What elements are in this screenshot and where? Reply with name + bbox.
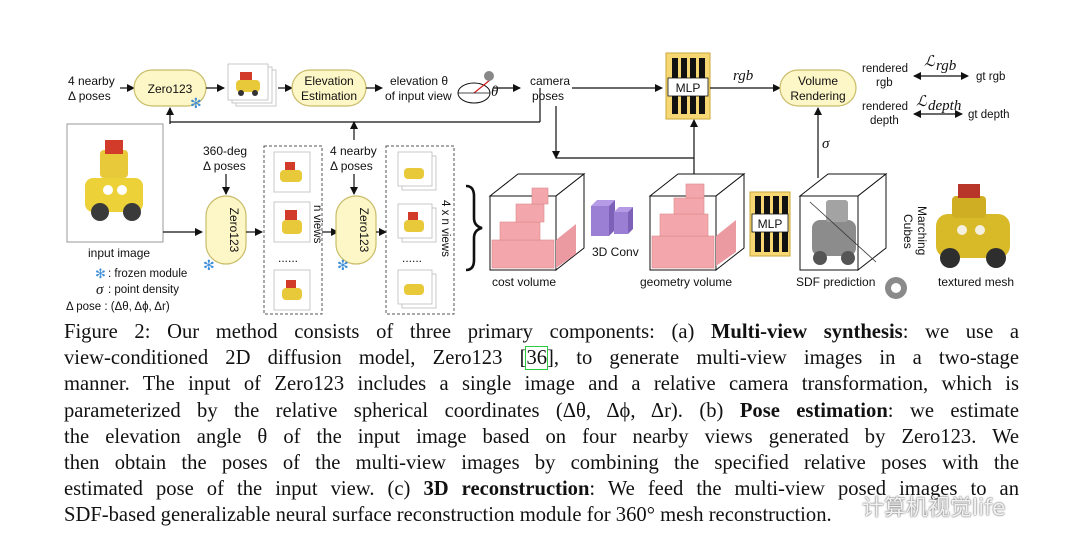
zero123-a-node: Zero123 ✻	[203, 195, 247, 274]
cost-volume-label: cost volume	[492, 275, 556, 289]
conv3d-block	[591, 200, 633, 236]
camera-poses-label-1: camera	[530, 74, 570, 88]
textured-mesh-label: textured mesh	[938, 275, 1014, 289]
deg360-poses-label-2: Δ poses	[203, 159, 246, 173]
legend-pose-text: Δ pose : (Δθ, Δϕ, Δr)	[66, 301, 170, 313]
mlp-top-label: MLP	[676, 81, 701, 95]
input-image-label: input image	[88, 246, 150, 260]
gt-rgb-label: gt rgb	[976, 71, 1005, 83]
input-image-panel	[66, 123, 164, 243]
rgb-symbol: rgb	[733, 68, 754, 84]
frozen-snowflake-icon: ✻	[190, 96, 202, 112]
caption-line-6: then obtain the poses of the multi-view …	[64, 452, 1019, 475]
sigma-symbol: σ	[822, 136, 830, 152]
rendered-rgb-label-2: rgb	[876, 77, 893, 89]
four-n-views-dots: ......	[402, 251, 422, 265]
caption-line-5: the elevation angle θ of the input image…	[64, 425, 1019, 448]
sdf-prediction-cube	[798, 172, 907, 299]
mlp-mid-node: MLP	[749, 191, 791, 257]
cost-volume-cube	[488, 172, 586, 272]
nearby-poses-mid-label-1: 4 nearby	[330, 144, 377, 158]
four-view-thumbnails	[227, 63, 277, 107]
camera-poses-label-2: poses	[532, 89, 564, 103]
rendered-rgb-label-1: rendered	[862, 63, 908, 75]
four-n-views-panel: ......	[385, 145, 455, 315]
caption-line-7: estimated pose of the input view. (c) 3D…	[64, 478, 1019, 501]
geometry-volume-cube	[648, 172, 746, 272]
caption-line-4: parameterized by the relative spherical …	[64, 399, 1020, 422]
toy-car-input-icon	[85, 140, 143, 221]
conv3d-label: 3D Conv	[592, 245, 639, 259]
nearby-poses-top-label-1: 4 nearby	[68, 74, 115, 88]
caption-line-3: manner. The input of Zero123 includes a …	[64, 373, 1019, 396]
svg-text:θ: θ	[491, 84, 499, 100]
frozen-snowflake-b-icon: ✻	[337, 258, 349, 274]
volume-rendering-label-2: Rendering	[790, 89, 845, 103]
geometry-volume-label: geometry volume	[640, 275, 732, 289]
four-n-views-label: 4 x n views	[439, 200, 451, 257]
toy-car-thumb-icon	[236, 72, 260, 96]
rendered-depth-label-1: rendered	[862, 101, 908, 113]
zero123-b-node: Zero123 ✻	[335, 195, 377, 274]
sdf-prediction-label: SDF prediction	[796, 275, 875, 289]
zero123-b-label: Zero123	[357, 208, 371, 253]
caption-line-8: SDF-based generalizable neural surface r…	[64, 504, 832, 527]
legend-frozen-icon: ✻	[95, 267, 106, 282]
loss-rgb-subscript: rgb	[936, 58, 957, 74]
figure-caption: Figure 2: Our method consists of three p…	[64, 319, 1019, 529]
loss-rgb-symbol: ℒ	[924, 54, 936, 70]
zero123-top-node: Zero123 ✻	[133, 69, 207, 112]
brace-icon	[465, 184, 483, 272]
marching-cubes-label-1: Marching	[915, 206, 929, 255]
deg360-poses-label-1: 360-deg	[203, 144, 247, 158]
legend-sigma-symbol: σ	[96, 282, 104, 298]
n-views-dots: ......	[278, 251, 298, 265]
elevation-estimation-node: Elevation Estimation	[291, 69, 367, 107]
zero123-a-label: Zero123	[227, 208, 241, 253]
elevation-of-input-label-2: of input view	[385, 89, 452, 103]
method-figure: 4 nearby Δ poses Zero123 ✻ Elevation Est…	[66, 52, 1014, 315]
nearby-poses-top-label-2: Δ poses	[68, 89, 111, 103]
citation-link[interactable]: 36	[525, 346, 549, 371]
frozen-snowflake-a-icon: ✻	[203, 258, 215, 274]
volume-rendering-label-1: Volume	[798, 74, 838, 88]
elevation-of-input-label-1: elevation θ	[390, 74, 448, 88]
caption-line-1: Figure 2: Our method consists of three p…	[64, 321, 1020, 343]
loss-depth-subscript: depth	[928, 98, 961, 114]
marching-cubes-label-2: Cubes	[901, 214, 915, 249]
legend-frozen-text: : frozen module	[108, 268, 187, 280]
nearby-poses-mid-label-2: Δ poses	[330, 159, 373, 173]
zero123-top-label: Zero123	[148, 82, 193, 96]
gt-depth-label: gt depth	[968, 109, 1010, 121]
volume-rendering-node: Volume Rendering	[779, 69, 857, 107]
mlp-top-node: MLP	[665, 52, 711, 120]
mlp-mid-label: MLP	[758, 217, 783, 231]
elevation-estimation-label-1: Elevation	[304, 74, 353, 88]
rendered-depth-label-2: depth	[870, 115, 899, 127]
loss-depth-symbol: ℒ	[916, 94, 928, 110]
legend-sigma-text: : point density	[108, 284, 179, 296]
elevation-angle-icon: θ	[457, 71, 499, 104]
n-views-panel: ......	[263, 145, 323, 315]
elevation-estimation-label-2: Estimation	[301, 89, 357, 103]
watermark: 计算机视觉life	[862, 496, 1006, 521]
n-views-label: n views	[311, 205, 323, 244]
textured-mesh-image	[936, 184, 1010, 268]
caption-line-2: view-conditioned 2D diffusion model, Zer…	[64, 346, 1019, 371]
